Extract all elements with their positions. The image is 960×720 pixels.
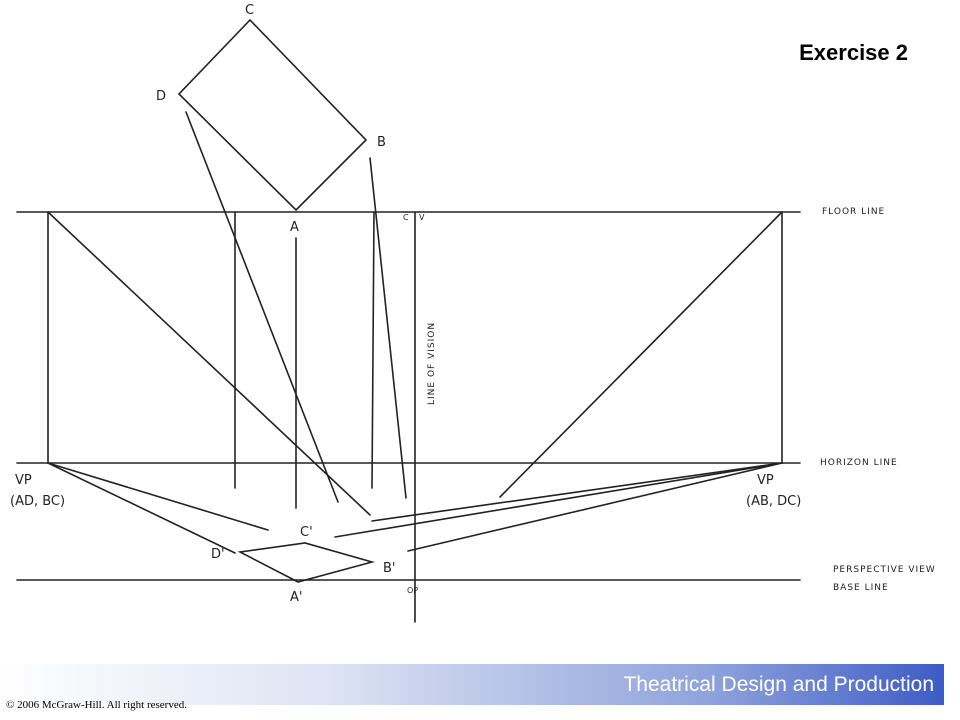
vp-right-ray-3 [407,462,783,552]
slide-title: Exercise 2 [799,40,908,65]
plan-label-d: D [156,89,166,104]
ray-d [185,111,339,503]
vp-left-label: VP [15,473,32,488]
base-line-label: BASE LINE [833,583,889,593]
vp-right-ray-1 [334,462,783,538]
sight-mark-op: OP [407,586,418,595]
plan-square [177,18,368,212]
vp-right-label: VP [757,473,774,488]
line-of-vision-label: LINE OF VISION [427,322,437,405]
floor-line-label: FLOOR LINE [822,207,885,217]
plan-label-b: B [377,135,386,150]
ray-b [369,157,407,499]
right-diagonal [499,211,783,498]
persp-label-d: D' [211,547,225,562]
horizon-line-label: HORIZON LINE [820,458,898,468]
vp-left-ray-2 [47,462,236,554]
copyright-notice: © 2006 McGraw-Hill. All right reserved. [6,699,187,711]
vp-left-sub: (AD, BC) [10,494,65,509]
sight-mark-c: C [403,213,409,222]
persp-label-b: B' [383,561,396,576]
perspective-square [237,542,375,583]
footer-band: Theatrical Design and Production [0,664,944,705]
vp-right-sub: (AB, DC) [746,494,801,509]
vp-right-ray-2 [371,462,783,522]
plan-label-c: C [245,3,254,18]
vp-left-ray-1 [47,462,269,531]
perspective-view-label: PERSPECTIVE VIEW [833,565,936,575]
footer-brand: Theatrical Design and Production [623,673,934,696]
plan-label-a: A [290,220,299,235]
sight-mark-v: V [419,213,425,222]
persp-label-a: A' [290,590,302,605]
left-diagonal [47,211,371,516]
persp-label-c: C' [300,525,313,540]
ray-c [371,211,375,489]
